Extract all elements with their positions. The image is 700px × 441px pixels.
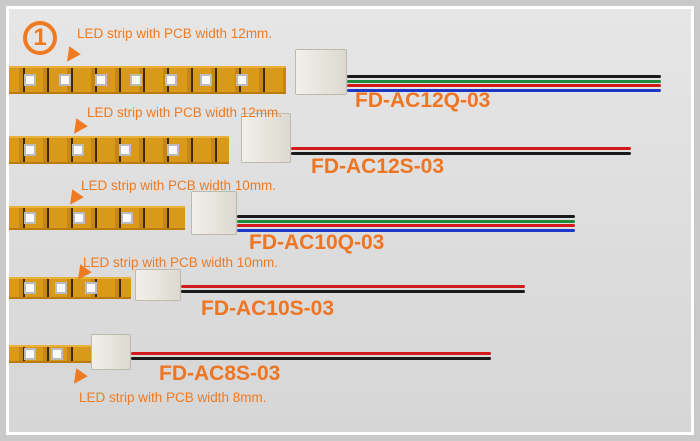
led-chip (200, 74, 213, 86)
led-chip (121, 212, 134, 224)
model-number: FD-AC10S-03 (201, 297, 335, 320)
wire (131, 352, 491, 355)
wire (131, 356, 491, 360)
strip-label: LED strip with PCB width 10mm. (81, 178, 277, 193)
led-chip (166, 144, 179, 156)
arrow-icon (61, 46, 81, 66)
model-number: FD-AC12Q-03 (355, 89, 491, 112)
led-chip (165, 74, 178, 86)
strip-label: LED strip with PCB width 8mm. (79, 390, 267, 405)
strip-label: LED strip with PCB width 12mm. (87, 105, 283, 120)
led-chip (94, 74, 107, 86)
product-photo: 1 LED strip with PCB width 12mm. FD-AC12Q… (9, 9, 691, 432)
led-chip (85, 282, 98, 294)
wire (347, 88, 661, 92)
led-strip (9, 66, 286, 94)
wire (237, 224, 575, 227)
step-number-badge: 1 (23, 21, 57, 55)
led-strip (9, 277, 131, 299)
led-strip (9, 206, 185, 230)
wire (237, 219, 575, 223)
connector (295, 49, 347, 95)
wire (181, 285, 525, 288)
arrow-icon (68, 368, 88, 388)
led-chip (72, 212, 85, 224)
photo-frame: 1 LED strip with PCB width 12mm. FD-AC12Q… (6, 6, 694, 435)
wire (347, 79, 661, 83)
led-chip (59, 74, 72, 86)
led-chip (24, 74, 36, 86)
led-chip (24, 282, 36, 294)
led-chip (119, 144, 131, 156)
led-chip (51, 348, 63, 360)
led-strip (9, 345, 93, 363)
connector (191, 191, 237, 235)
wire (347, 75, 661, 78)
wire (181, 289, 525, 293)
connector (135, 269, 181, 301)
led-chip (235, 74, 248, 86)
strip-label: LED strip with PCB width 10mm. (83, 255, 279, 270)
model-number: FD-AC12S-03 (311, 155, 445, 178)
wire (291, 151, 631, 155)
led-chip (24, 144, 36, 156)
led-chip (54, 282, 67, 294)
wire (237, 228, 575, 232)
wire (237, 215, 575, 218)
wire (291, 147, 631, 150)
model-number: FD-AC10Q-03 (249, 231, 385, 254)
led-chip (24, 212, 36, 224)
strip-label: LED strip with PCB width 12mm. (77, 26, 273, 41)
arrow-icon (68, 118, 88, 138)
connector (241, 113, 291, 163)
led-chip (71, 144, 84, 156)
led-strip (9, 136, 229, 164)
led-chip (24, 348, 36, 360)
connector (91, 334, 131, 370)
model-number: FD-AC8S-03 (159, 362, 281, 385)
led-chip (129, 74, 142, 86)
wire (347, 84, 661, 87)
